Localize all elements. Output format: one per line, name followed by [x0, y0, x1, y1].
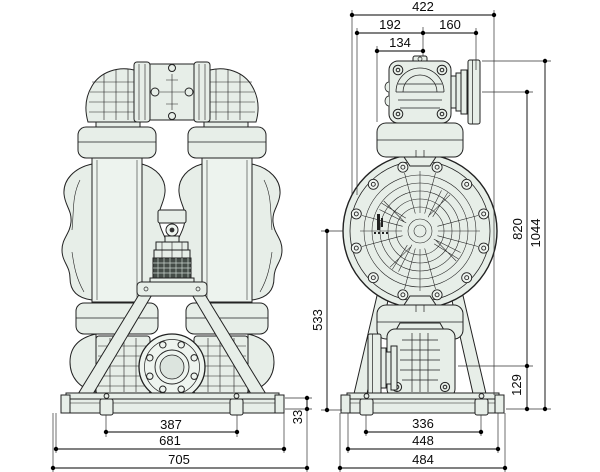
- dimension-dots: [50, 12, 548, 471]
- side-foot-tab-right: [474, 398, 489, 416]
- dim-label-336: 336: [412, 416, 434, 431]
- dimension-labels: 422 192 160 134 820 1044 129 533 33 387 …: [159, 0, 543, 467]
- manifold-bolt-bottom: [168, 112, 176, 120]
- suction-flange-bolts: [146, 341, 198, 393]
- suction-flange-plate: [367, 333, 382, 397]
- side-foot-tab-left: [359, 398, 374, 416]
- dim-label-448: 448: [412, 433, 434, 448]
- housing-web: [360, 171, 480, 291]
- front-base: [60, 392, 285, 416]
- dim-label-192: 192: [379, 17, 401, 32]
- discharge-port: [450, 59, 481, 125]
- dim-label-129: 129: [509, 374, 524, 396]
- front-discharge-elbow-left: [85, 68, 147, 129]
- housing-bolt-ring: [350, 161, 490, 301]
- front-clamp-bands: [75, 126, 269, 335]
- front-air-valve: [149, 209, 195, 284]
- dim-label-387: 387: [160, 417, 182, 432]
- front-air-chambers: [91, 157, 253, 303]
- dim-label-533: 533: [310, 309, 325, 331]
- dim-label-681: 681: [159, 433, 181, 448]
- logo-mark: [374, 214, 388, 234]
- side-view: [340, 55, 505, 416]
- dim-label-134: 134: [389, 35, 411, 50]
- front-discharge-manifold: [133, 61, 211, 123]
- front-foot-tab-left: [99, 398, 114, 416]
- dim-label-33: 33: [290, 410, 305, 424]
- discharge-flange-plate: [467, 59, 481, 125]
- front-discharge-elbow-right: [197, 68, 259, 129]
- dim-label-820: 820: [510, 218, 525, 240]
- dim-label-484: 484: [412, 452, 434, 467]
- manifold-bolt-top: [168, 64, 176, 72]
- dim-label-705: 705: [168, 452, 190, 467]
- front-suction-flange: [138, 333, 206, 401]
- side-base: [340, 392, 505, 416]
- side-valve-block: [384, 55, 452, 124]
- suction-port: [367, 333, 398, 397]
- front-view: [60, 61, 285, 416]
- stand-apex-bar: [136, 281, 208, 297]
- dim-label-422: 422: [412, 0, 434, 14]
- front-foot-tab-right: [229, 398, 244, 416]
- dimension-lines: [53, 14, 546, 469]
- pump-housing-circle: [342, 153, 498, 309]
- dim-label-1044: 1044: [528, 219, 543, 248]
- dim-label-160: 160: [439, 17, 461, 32]
